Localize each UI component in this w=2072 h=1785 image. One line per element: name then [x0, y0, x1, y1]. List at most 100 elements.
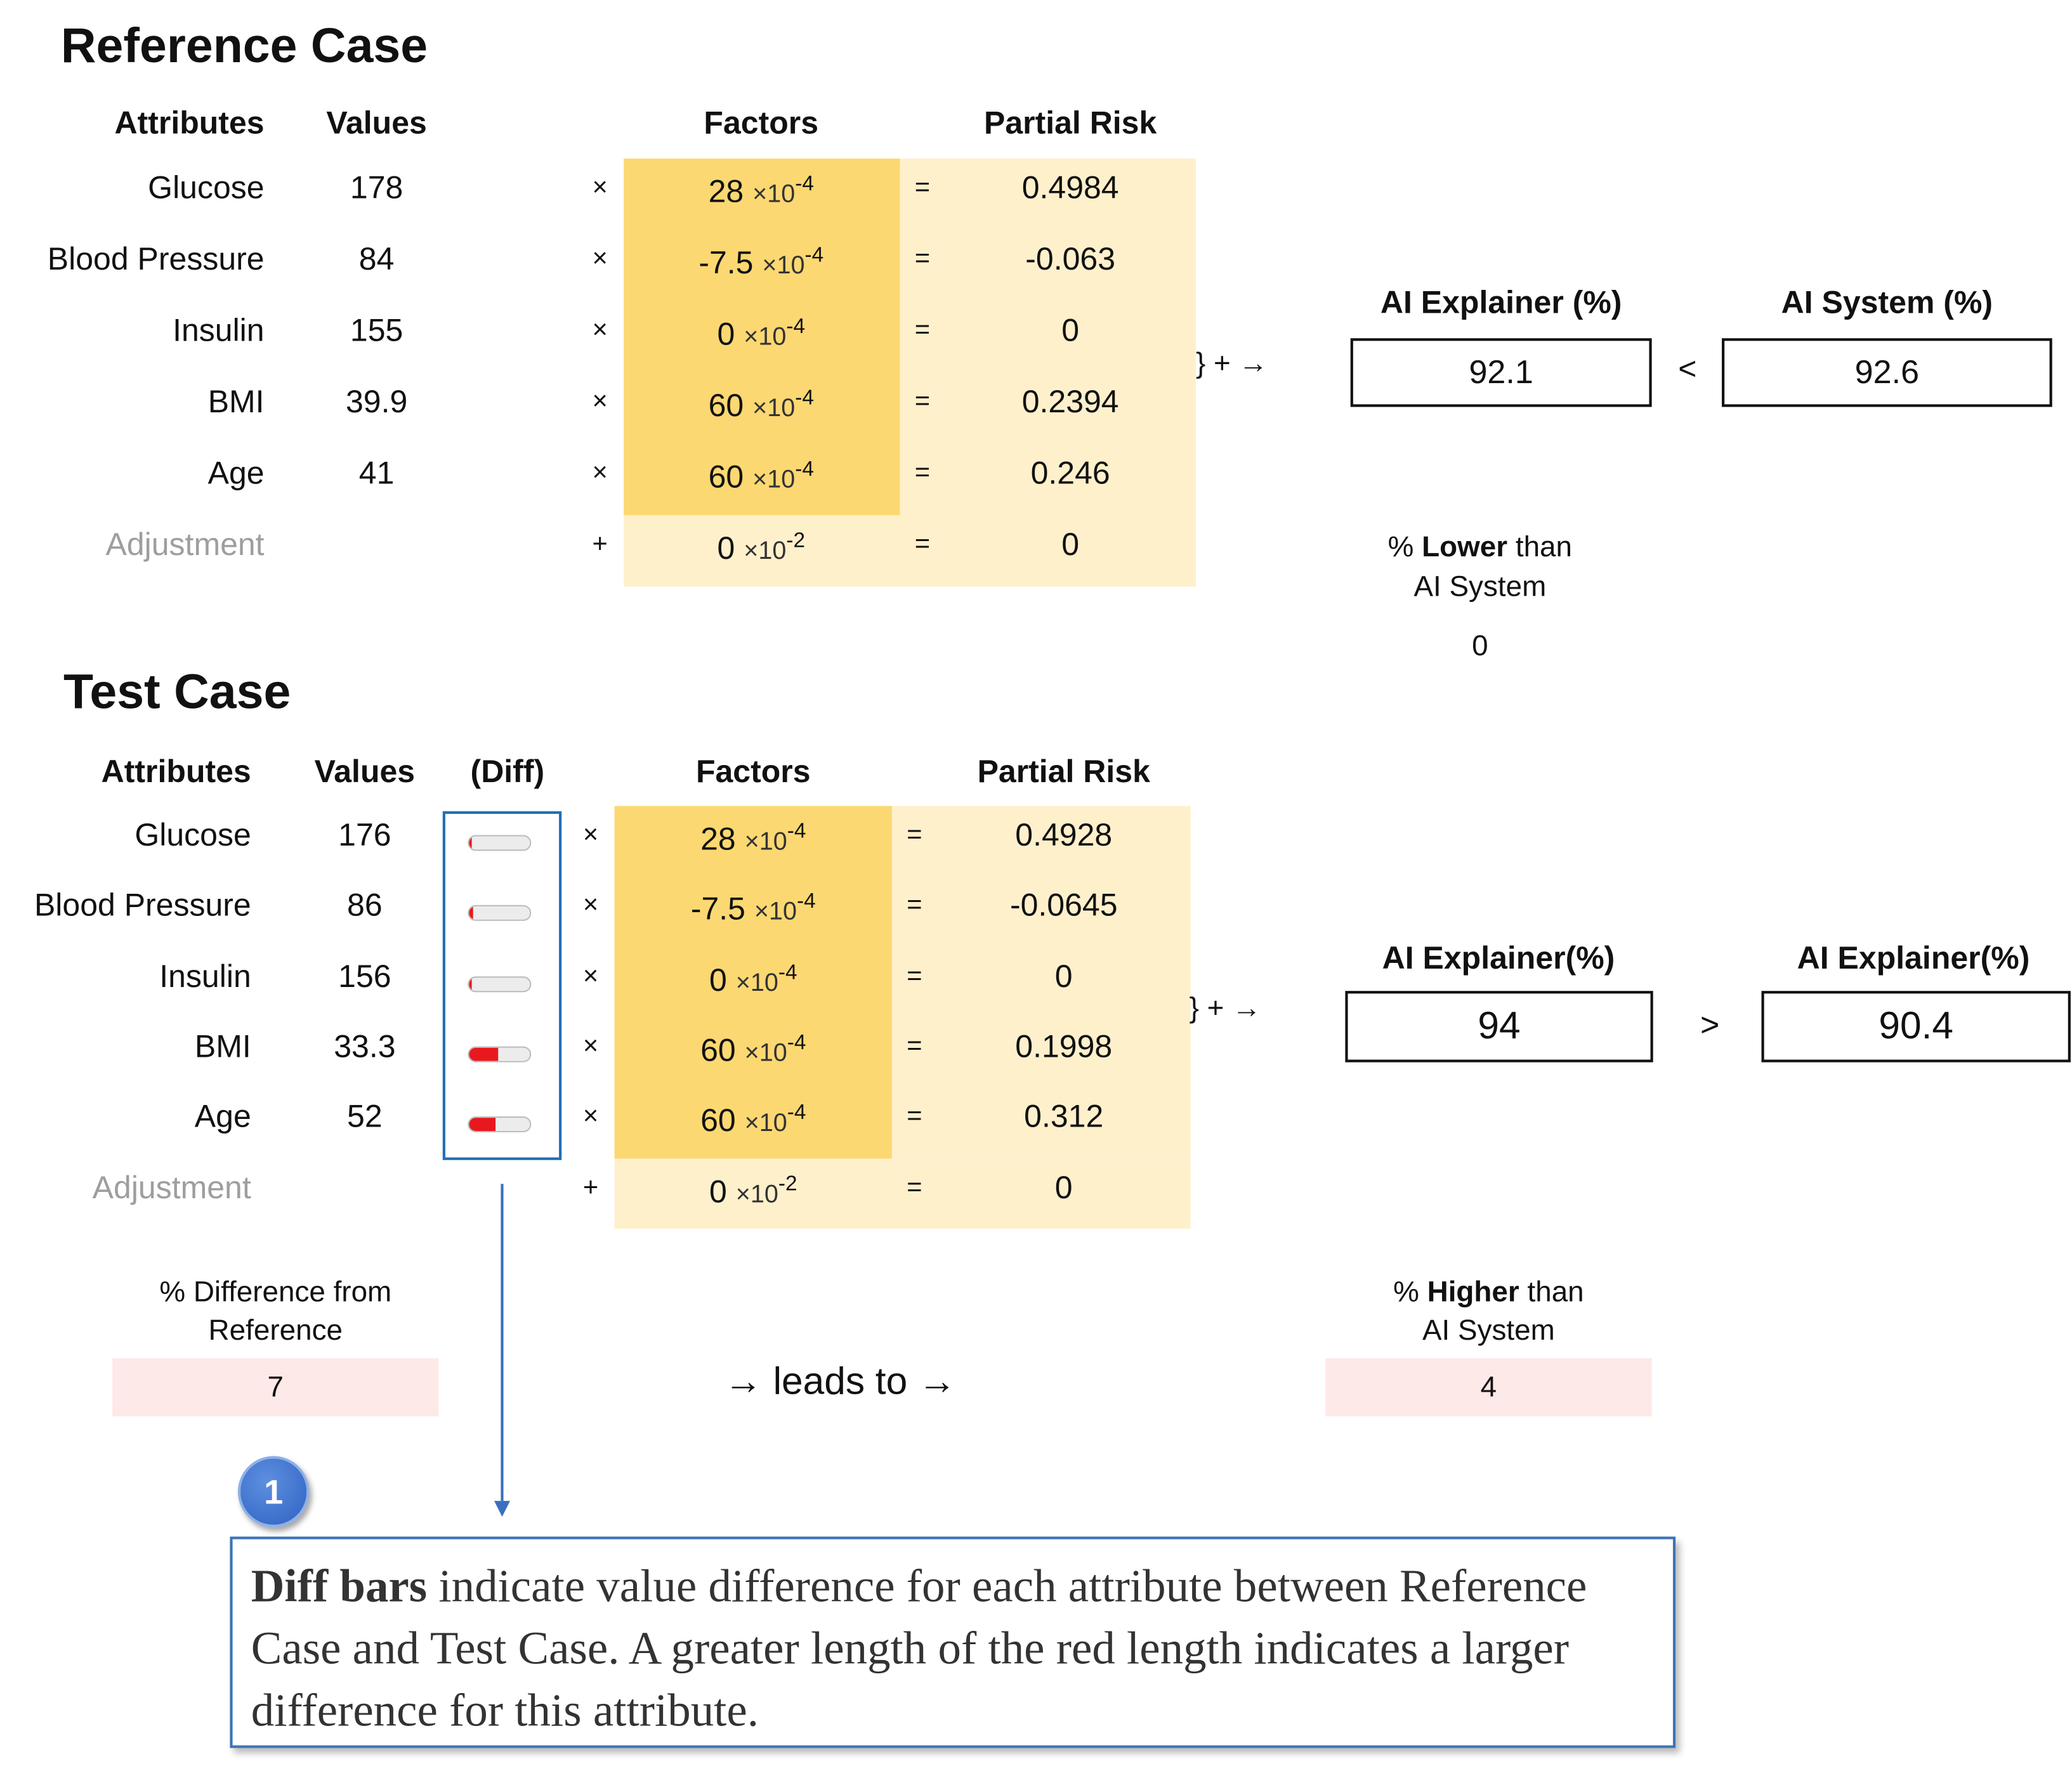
factor-scale: ×10: [744, 324, 787, 352]
test-second-value-box: 90.4: [1761, 991, 2071, 1062]
test-comparator: >: [1700, 1007, 1720, 1044]
ref-header-attributes: Attributes: [114, 105, 265, 141]
ref-sum-arrow: } + →: [1196, 346, 1268, 379]
ref-factor-band: [624, 158, 900, 516]
factor-coefficient: 60: [700, 1103, 736, 1139]
test-explainer-value-box: 94: [1345, 991, 1653, 1062]
factor-scale: ×10: [735, 969, 778, 997]
ref-adjustment-band: [624, 515, 1197, 587]
diff-ref-label-line1: % Difference from: [159, 1274, 392, 1309]
test-partial-band: [891, 806, 1191, 1159]
attribute-label: Glucose: [148, 170, 265, 206]
factor-value: 0 ×10-2: [624, 530, 898, 568]
ref-compare-value: 0: [1472, 629, 1488, 662]
attribute-value: 155: [350, 313, 403, 349]
factor-value: 60 ×10-4: [624, 459, 898, 497]
factor-scale: ×10: [752, 466, 796, 495]
factor-value: 0 ×10-4: [615, 962, 892, 1000]
partial-risk-value: 0.4928: [1015, 818, 1113, 854]
factor-scale: ×10: [744, 537, 787, 566]
factor-coefficient: 0: [709, 1174, 727, 1210]
attribute-label: Age: [194, 1099, 251, 1135]
ref-explainer-value-box: 92.1: [1350, 338, 1652, 407]
diff-bar: [468, 835, 532, 851]
factor-scale: ×10: [735, 1180, 778, 1208]
attribute-label: Blood Pressure: [34, 888, 251, 924]
partial-risk-value: 0.2394: [1021, 384, 1119, 421]
ref-header-partial-risk: Partial Risk: [983, 105, 1157, 141]
factor-exponent: -4: [778, 961, 797, 984]
factor-value: 60 ×10-4: [615, 1102, 892, 1141]
ref-system-value-box: 92.6: [1722, 338, 2052, 407]
ref-system-label: AI System (%): [1781, 285, 1993, 322]
test-header-partial-risk: Partial Risk: [977, 754, 1150, 790]
attribute-value: 39.9: [345, 384, 408, 421]
factor-scale: ×10: [752, 395, 796, 423]
attribute-label: Insulin: [173, 313, 265, 349]
attribute-value: 156: [338, 958, 391, 995]
factor-exponent: -4: [795, 458, 814, 481]
callout-bold-text: Diff bars: [251, 1560, 428, 1612]
factor-exponent: -4: [795, 173, 814, 196]
diff-bar-fill: [469, 906, 473, 920]
equals-sign: =: [914, 458, 931, 488]
equals-sign: =: [907, 1031, 922, 1061]
factor-coefficient: 0: [709, 962, 727, 998]
test-header-attributes: Attributes: [101, 754, 251, 790]
equals-sign: =: [914, 530, 931, 559]
attribute-label: BMI: [194, 1029, 251, 1065]
ref-explainer-label: AI Explainer (%): [1380, 285, 1622, 322]
factor-value: 0 ×10-4: [624, 316, 898, 354]
operator: ×: [582, 961, 599, 991]
equals-sign: =: [907, 820, 922, 850]
test-explainer-label: AI Explainer(%): [1382, 941, 1615, 977]
attribute-value: 86: [347, 888, 383, 924]
factor-exponent: -4: [804, 244, 824, 267]
reference-title: Reference Case: [60, 18, 428, 73]
diff-bar: [468, 1116, 532, 1133]
attribute-value: 33.3: [334, 1029, 396, 1065]
operator: ×: [582, 1102, 599, 1132]
diff-bar-fill: [469, 1047, 498, 1061]
attribute-value: 84: [358, 242, 395, 278]
diff-bar-fill: [469, 977, 472, 991]
diff-bar-fill: [469, 836, 472, 850]
diff-bars-highlight: [442, 811, 562, 1160]
factor-scale: ×10: [744, 1110, 787, 1138]
attribute-value: 178: [350, 170, 403, 206]
ref-compare-label: % Lower than: [1348, 530, 1613, 564]
operator: +: [592, 530, 608, 559]
factor-coefficient: 28: [708, 174, 744, 211]
equals-sign: =: [907, 1102, 922, 1132]
factor-scale: ×10: [754, 898, 797, 927]
partial-risk-value: 0: [1061, 313, 1080, 349]
operator: ×: [592, 173, 608, 202]
factor-value: -7.5 ×10-4: [624, 244, 898, 282]
attribute-value: 176: [338, 818, 391, 854]
factor-coefficient: 0: [717, 317, 735, 353]
diff-bar: [468, 1046, 532, 1062]
attribute-label: Adjustment: [92, 1170, 251, 1206]
equals-sign: =: [914, 387, 931, 417]
factor-exponent: -4: [787, 1102, 806, 1125]
equals-sign: =: [914, 244, 931, 274]
factor-scale: ×10: [752, 181, 796, 209]
operator: ×: [592, 458, 608, 488]
attribute-value: 52: [347, 1099, 383, 1135]
partial-risk-value: 0.4984: [1021, 170, 1119, 206]
callout-connector-arrow: [494, 1184, 510, 1517]
factor-exponent: -4: [795, 387, 814, 410]
equals-sign: =: [907, 891, 922, 920]
factor-value: 0 ×10-2: [615, 1173, 892, 1211]
diff-ref-value: 7: [267, 1370, 284, 1404]
partial-risk-value: 0.1998: [1015, 1029, 1113, 1065]
operator: ×: [582, 820, 599, 850]
factor-coefficient: 60: [700, 1033, 736, 1069]
equals-sign: =: [914, 173, 931, 202]
attribute-label: Age: [207, 455, 265, 492]
factor-exponent: -4: [787, 1031, 806, 1054]
ref-compare-line2: AI System: [1413, 569, 1547, 603]
operator: ×: [592, 244, 608, 274]
attribute-label: Adjustment: [105, 527, 265, 563]
